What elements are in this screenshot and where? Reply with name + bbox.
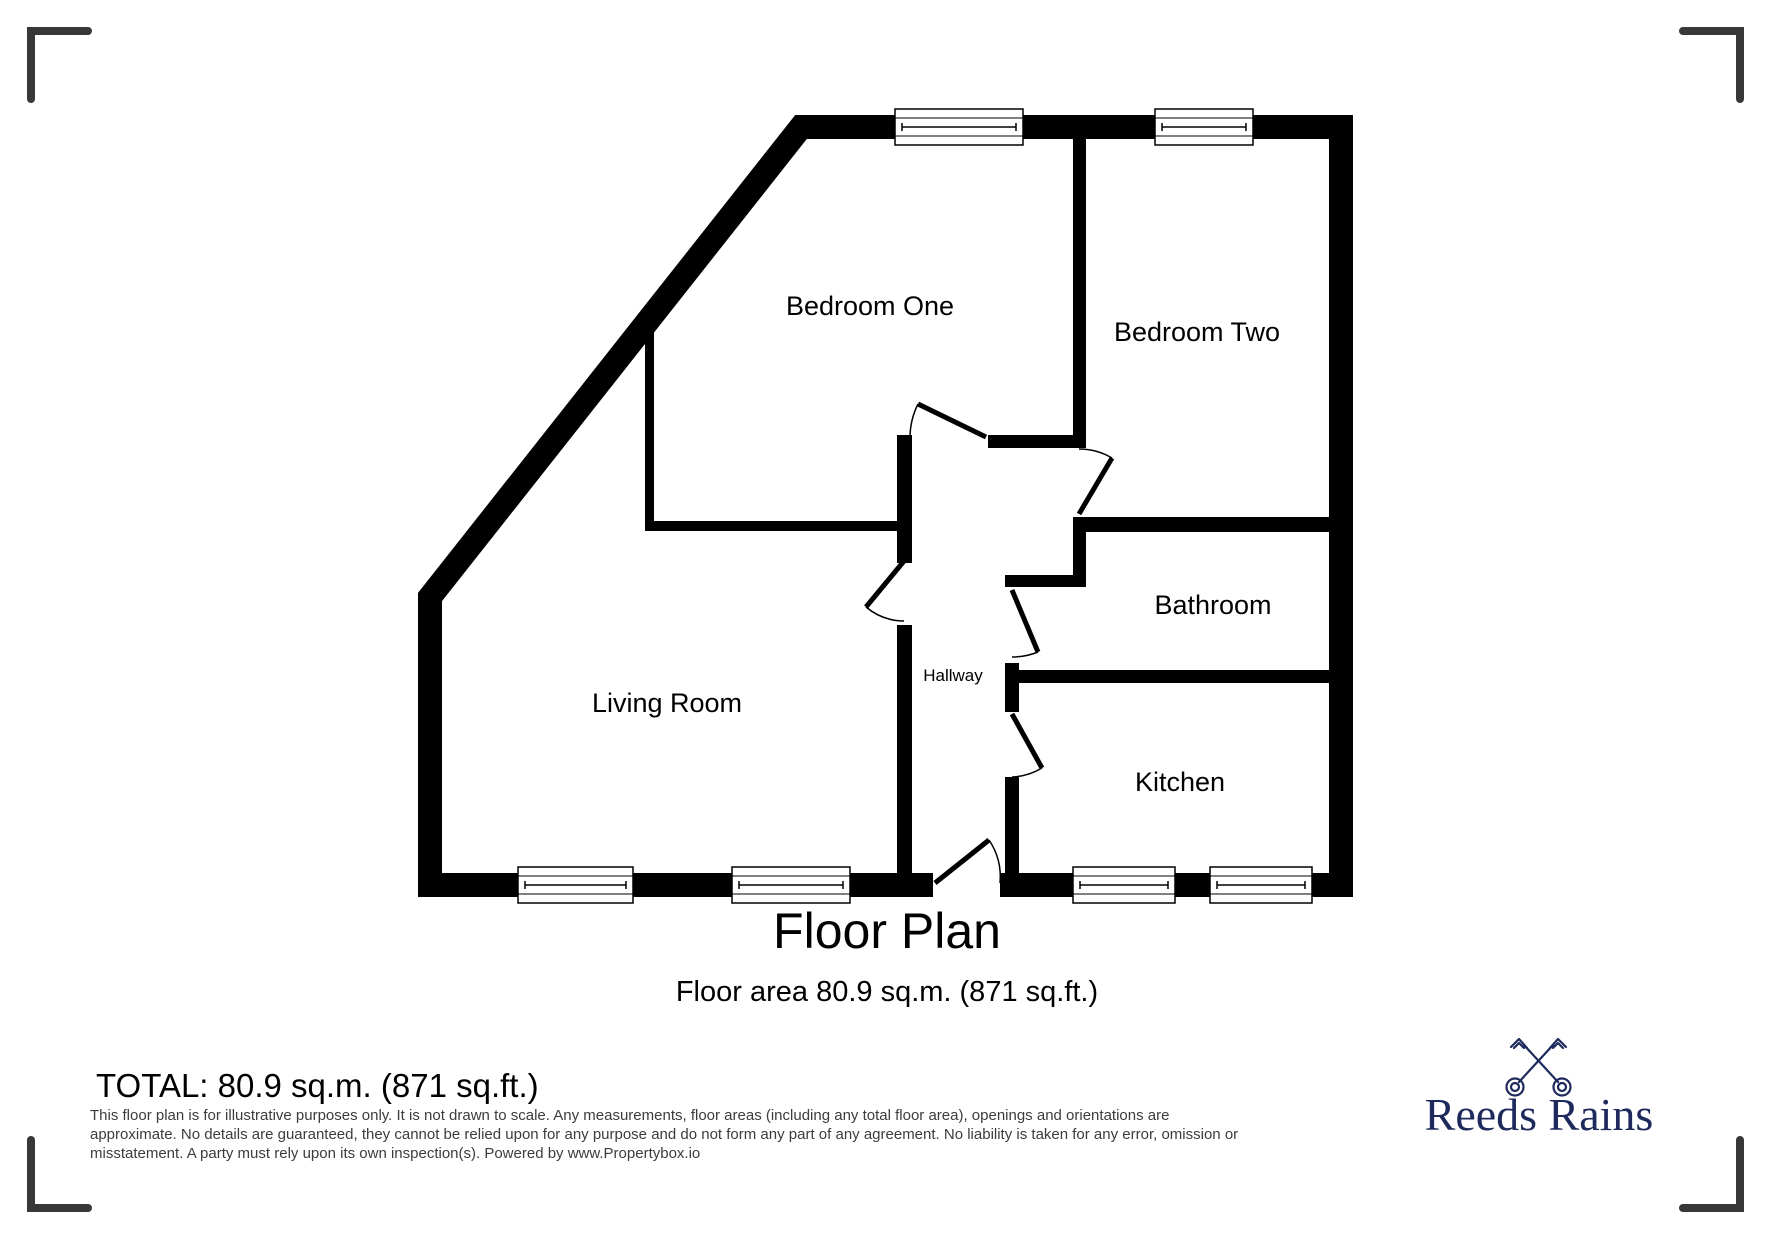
floor-area-subtitle: Floor area 80.9 sq.m. (871 sq.ft.) [676,976,1098,1008]
entry-door [933,838,1002,899]
bedroom-one-window [894,108,1024,146]
bedroom-two-window [1154,108,1254,146]
wall-hallway-right-mid [1005,663,1019,712]
interior-walls [645,139,1333,885]
corner-marks [27,27,1744,1212]
bedroom-one-door [909,401,988,440]
wall-hallway-right-lower [1005,777,1019,885]
crossed-keys-icon [1505,1037,1572,1097]
room-label-hallway: Hallway [923,666,983,685]
wall-hallway-left-lower [897,625,912,885]
disclaimer-line-1: This floor plan is for illustrative purp… [90,1107,1169,1124]
corner-mark-bottom-left [27,1136,92,1212]
living-room-window-1 [517,866,634,904]
bathroom-door [1009,589,1041,658]
wall-bedroom-divider [1073,139,1086,448]
living-room-window-2 [731,866,851,904]
wall-bathroom-step-horizontal [1005,575,1086,587]
kitchen-door [1009,712,1045,778]
disclaimer-line-3: misstatement. A party must rely upon its… [90,1145,700,1162]
total-area-text: TOTAL: 80.9 sq.m. (871 sq.ft.) [96,1067,539,1104]
bedroom-two-door [1076,448,1115,516]
corner-mark-top-left [27,27,92,103]
wall-bathroom-kitchen-divider [1019,670,1333,683]
living-room-door [864,559,906,622]
disclaimer: This floor plan is for illustrative purp… [90,1107,1238,1162]
room-label-bathroom: Bathroom [1154,590,1271,620]
room-label-living-room: Living Room [592,688,742,718]
wall-bedroom-one-bottom-left [645,521,904,531]
brand-logo: Reeds Rains [1425,1037,1654,1140]
room-label-bedroom-two: Bedroom Two [1114,317,1280,347]
wall-hallway-left-upper [897,435,912,563]
disclaimer-line-2: approximate. No details are guaranteed, … [90,1126,1238,1143]
wall-bedroom-one-left [645,307,654,531]
kitchen-window-2 [1209,866,1313,904]
corner-mark-bottom-right [1679,1136,1744,1212]
wall-bedroom-one-bottom-right [988,435,1079,448]
corner-mark-top-right [1679,27,1744,103]
wall-bathroom-top [1073,517,1333,532]
brand-name: Reeds Rains [1425,1089,1654,1140]
room-label-bedroom-one: Bedroom One [786,291,954,321]
page-title: Floor Plan [773,903,1001,959]
kitchen-window-1 [1072,866,1176,904]
wall-bathroom-step-vertical [1073,517,1086,587]
room-label-kitchen: Kitchen [1135,767,1225,797]
